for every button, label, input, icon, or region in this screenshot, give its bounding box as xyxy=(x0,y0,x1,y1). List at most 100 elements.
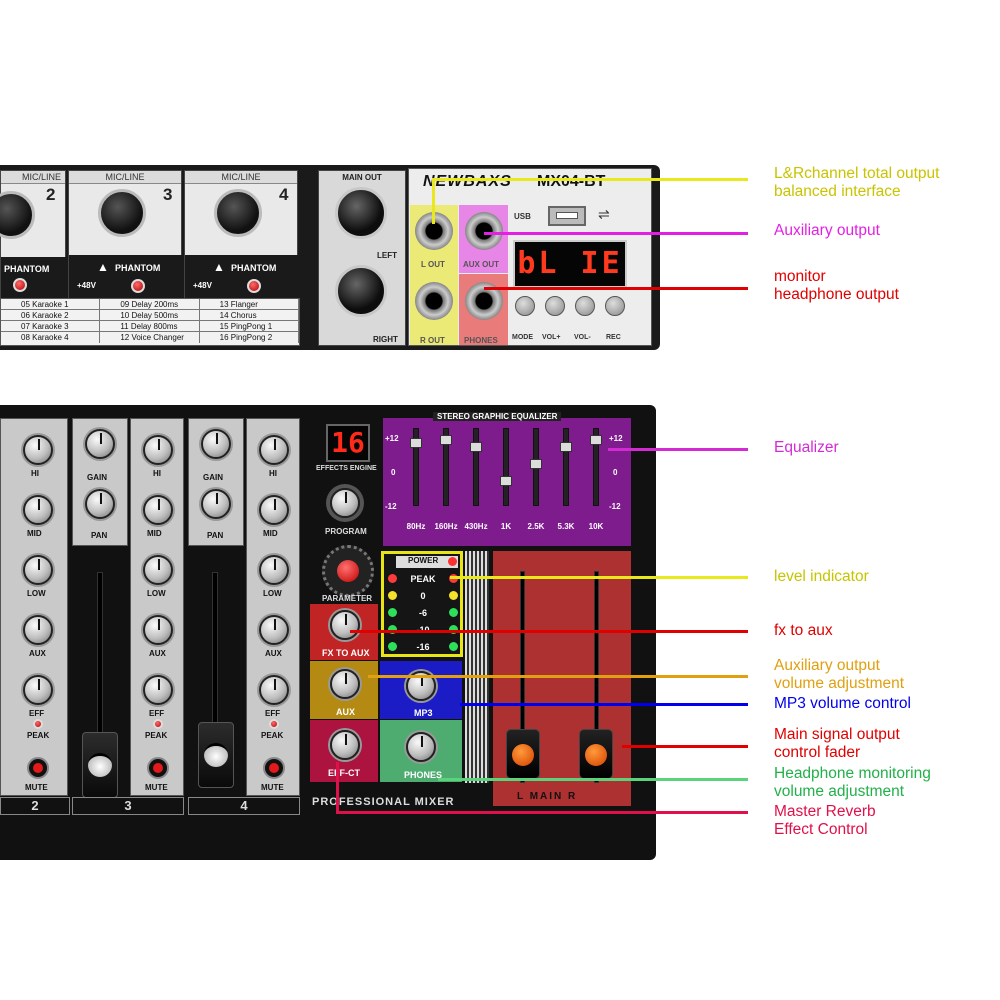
48v-label: +48V xyxy=(77,281,96,290)
level-meter: POWER PEAK 0 -6 -10 -16 xyxy=(381,551,463,657)
eff-label: EFF xyxy=(149,709,165,718)
pan-knob[interactable] xyxy=(85,489,115,519)
parameter-knob[interactable] xyxy=(322,545,374,597)
mid-knob[interactable] xyxy=(143,495,173,525)
phantom-strip xyxy=(1,257,67,299)
eq-band: 5.3K xyxy=(551,426,581,542)
low-label: LOW xyxy=(147,589,166,598)
aux-knob[interactable] xyxy=(259,615,289,645)
eq-slider[interactable] xyxy=(500,475,512,486)
eff-knob[interactable] xyxy=(23,675,53,705)
eq-slider[interactable] xyxy=(440,434,452,445)
aux-out-jack[interactable] xyxy=(465,212,503,250)
xlr-combo-jack[interactable] xyxy=(0,191,35,239)
eff-knob[interactable] xyxy=(143,675,173,705)
gain-knob[interactable] xyxy=(85,429,115,459)
gain-label: GAIN xyxy=(87,473,107,482)
hi-knob[interactable] xyxy=(23,435,53,465)
mp3-label: MP3 xyxy=(414,708,433,718)
eq-slider[interactable] xyxy=(560,441,572,452)
mid-label: MID xyxy=(147,529,162,538)
channel-strip-3: HI MID LOW AUX EFF PEAK MUTE xyxy=(130,418,184,796)
mode-button[interactable] xyxy=(515,296,535,316)
peak-led xyxy=(33,719,43,729)
low-knob[interactable] xyxy=(259,555,289,585)
vol-minus-button[interactable] xyxy=(575,296,595,316)
channel-fader-4[interactable] xyxy=(198,722,234,788)
low-knob[interactable] xyxy=(23,555,53,585)
eq-band: 80Hz xyxy=(401,426,431,542)
eq-scale-mid-left: 0 xyxy=(391,468,396,477)
eff-label: EFF xyxy=(29,709,45,718)
channel-fader-3[interactable] xyxy=(82,732,118,798)
eq-slider[interactable] xyxy=(530,458,542,469)
eq-slider[interactable] xyxy=(410,438,422,449)
professional-mixer-label: PROFESSIONAL MIXER xyxy=(312,796,455,808)
mid-knob[interactable] xyxy=(259,495,289,525)
phantom-led xyxy=(13,278,27,292)
annotation-leader xyxy=(460,703,748,706)
usb-label: USB xyxy=(514,212,531,221)
program-label: PROGRAM xyxy=(325,527,367,536)
model-name: MX04-BT xyxy=(537,173,606,190)
eq-slider[interactable] xyxy=(470,441,482,452)
annotation-leader xyxy=(484,287,748,290)
channel-number: 3 xyxy=(163,185,173,204)
eq-band: 10K xyxy=(581,426,611,542)
eff-ct-knob[interactable] xyxy=(330,730,360,760)
master-aux-knob[interactable] xyxy=(330,669,360,699)
xlr-combo-jack[interactable] xyxy=(214,189,262,237)
phones-knob[interactable] xyxy=(406,732,436,762)
mute-button[interactable] xyxy=(147,757,169,779)
aux-label: AUX xyxy=(29,649,46,658)
eq-band-label: 430Hz xyxy=(464,522,488,531)
channel-head: MIC/LINE xyxy=(69,171,181,184)
channel-strip-4: HI MID LOW AUX EFF PEAK MUTE xyxy=(246,418,300,796)
hi-knob[interactable] xyxy=(259,435,289,465)
annotation-leader xyxy=(336,762,339,814)
rec-button[interactable] xyxy=(605,296,625,316)
annotation-leader xyxy=(336,811,748,814)
fx-to-aux-knob[interactable] xyxy=(330,610,360,640)
meter-row-6: -6 xyxy=(388,604,458,621)
main-out-left-xlr[interactable] xyxy=(335,187,387,239)
eq-band-label: 2.5K xyxy=(527,522,545,531)
mid-knob[interactable] xyxy=(23,495,53,525)
low-knob[interactable] xyxy=(143,555,173,585)
main-out-right-xlr[interactable] xyxy=(335,265,387,317)
annotation-leader xyxy=(438,778,748,781)
peak-label: PEAK xyxy=(145,731,168,740)
vol-plus-button[interactable] xyxy=(545,296,565,316)
eq-band: 2.5K xyxy=(521,426,551,542)
mute-button[interactable] xyxy=(27,757,49,779)
channel-strip-top-3: MIC/LINE 3 ▲ PHANTOM +48V xyxy=(68,170,183,299)
aux-knob[interactable] xyxy=(23,615,53,645)
eq-slider[interactable] xyxy=(590,434,602,445)
annotation-leader xyxy=(432,178,748,181)
xlr-combo-jack[interactable] xyxy=(98,189,146,237)
eff-knob[interactable] xyxy=(259,675,289,705)
eq-scale-top-right: +12 xyxy=(609,434,623,443)
usb-port[interactable] xyxy=(548,206,586,226)
mute-label: MUTE xyxy=(25,783,48,792)
r-out-jack[interactable] xyxy=(415,282,453,320)
annotation-aux-output: Auxiliary output xyxy=(774,222,880,239)
mute-button[interactable] xyxy=(263,757,285,779)
eq-band-label: 5.3K xyxy=(557,522,575,531)
program-knob[interactable] xyxy=(330,488,360,518)
gain-knob[interactable] xyxy=(201,429,231,459)
pan-knob[interactable] xyxy=(201,489,231,519)
hi-knob[interactable] xyxy=(143,435,173,465)
main-out-title: MAIN OUT xyxy=(342,173,382,182)
main-fader-right[interactable] xyxy=(579,729,613,779)
main-fader-left[interactable] xyxy=(506,729,540,779)
annotation-leader xyxy=(368,675,748,678)
main-out-right-label: RIGHT xyxy=(373,335,398,344)
effects-engine-label: EFFECTS ENGINE xyxy=(316,465,377,472)
aux-knob[interactable] xyxy=(143,615,173,645)
annotation-mp3-volume: MP3 volume control xyxy=(774,695,911,712)
